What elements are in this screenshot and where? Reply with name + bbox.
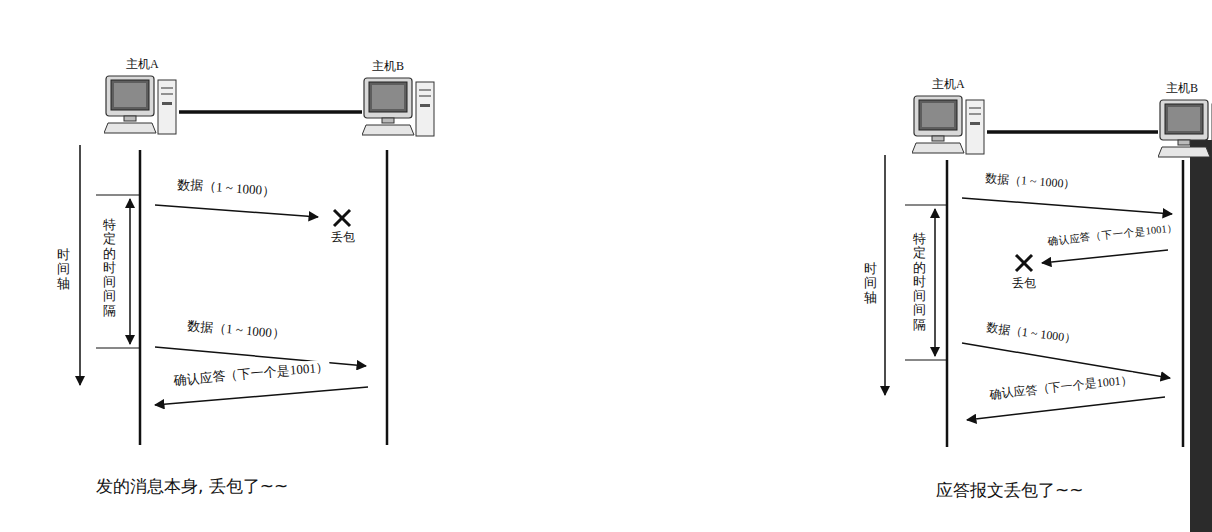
computer-icon: [362, 76, 437, 138]
time-axis: [884, 155, 886, 395]
timeline: [139, 150, 142, 445]
interval-label: 特定的时间间隔: [913, 232, 926, 332]
bracket-tick: [905, 205, 947, 206]
drive-slot: [969, 108, 981, 109]
computer-icon: [1158, 98, 1212, 160]
message-arrow: [962, 343, 1170, 378]
drive-slot: [419, 96, 431, 97]
host-label: 主机B: [1166, 80, 1198, 96]
loss-mark: [1016, 255, 1032, 271]
message-arrow: [962, 198, 1172, 214]
axis-label: 时间轴: [864, 262, 877, 305]
loss-label: 丢包: [1011, 276, 1037, 290]
ack-arrow: [1042, 250, 1168, 263]
tower-case: [158, 80, 176, 134]
tower-button: [420, 104, 430, 107]
timeline: [1182, 160, 1185, 447]
bracket-tick: [96, 195, 140, 196]
monitor-frame: [364, 78, 412, 118]
keyboard: [362, 125, 414, 135]
message-arrow: [155, 347, 366, 366]
tower-button: [970, 122, 980, 125]
ack-arrow: [155, 387, 368, 405]
drive-slot: [161, 94, 173, 95]
monitor-neck: [382, 118, 394, 123]
host-computer: 主机B: [362, 58, 437, 138]
interval-arrow: [129, 199, 131, 344]
tower-button: [162, 102, 172, 105]
loss-mark: [334, 210, 350, 226]
keyboard: [1158, 147, 1210, 157]
message-arrow: [155, 205, 318, 217]
ack-label: 确认应答（下一个是1001）: [1046, 222, 1180, 248]
drive-slot: [969, 114, 981, 115]
monitor-frame: [914, 96, 962, 136]
ack-label: 确认应答（下一个是1001）: [172, 359, 331, 388]
host-computer: 主机A: [104, 56, 179, 136]
monitor-screen: [111, 80, 149, 110]
monitor-frame: [1160, 100, 1208, 140]
host-computer: 主机A: [912, 76, 987, 156]
message-label: 数据（1 ~ 1000）: [186, 318, 287, 342]
bracket-tick: [905, 360, 947, 361]
tower-case: [966, 100, 984, 154]
host-label: 主机A: [126, 56, 159, 72]
monitor-neck: [124, 116, 136, 121]
timeline: [946, 160, 949, 447]
keyboard: [104, 123, 156, 133]
screen-glow: [1168, 107, 1200, 131]
time-axis: [79, 145, 81, 385]
tower-case: [416, 82, 434, 136]
drive-slot: [419, 90, 431, 91]
side-panel: [1190, 140, 1212, 532]
network-cable: [987, 130, 1158, 134]
loss-mark: [1016, 255, 1032, 271]
network-cable: [179, 110, 362, 114]
message-label: 数据（1 ~ 1000）: [176, 177, 277, 200]
screen-glow: [922, 103, 954, 127]
screen-glow: [114, 83, 146, 107]
monitor-screen: [1165, 104, 1203, 134]
monitor-frame: [106, 76, 154, 116]
caption: 发的消息本身, 丢包了~~: [95, 476, 289, 496]
axis-label: 时间轴: [57, 248, 70, 291]
keyboard: [912, 143, 964, 153]
computer-icon: [912, 94, 987, 156]
monitor-neck: [1178, 140, 1190, 145]
monitor-screen: [919, 100, 957, 130]
monitor-screen: [369, 82, 407, 112]
host-label: 主机A: [932, 76, 965, 92]
ack-label: 确认应答（下一个是1001）: [988, 372, 1135, 402]
host-label: 主机B: [372, 58, 404, 74]
monitor-neck: [932, 136, 944, 141]
interval-arrow: [934, 209, 936, 356]
screen-glow: [372, 85, 404, 109]
drive-slot: [161, 88, 173, 89]
loss-label: 丢包: [330, 230, 356, 244]
message-label: 数据（1 ~ 1000）: [984, 171, 1077, 192]
loss-mark: [334, 210, 350, 226]
interval-label: 特定的时间间隔: [103, 218, 116, 318]
bracket-tick: [96, 348, 140, 349]
computer-icon: [104, 74, 179, 136]
message-label: 数据（1 ~ 1000）: [984, 320, 1078, 346]
timeline: [386, 150, 389, 445]
host-computer: 主机B: [1158, 80, 1212, 160]
caption: 应答报文丢包了~~: [935, 480, 1085, 500]
